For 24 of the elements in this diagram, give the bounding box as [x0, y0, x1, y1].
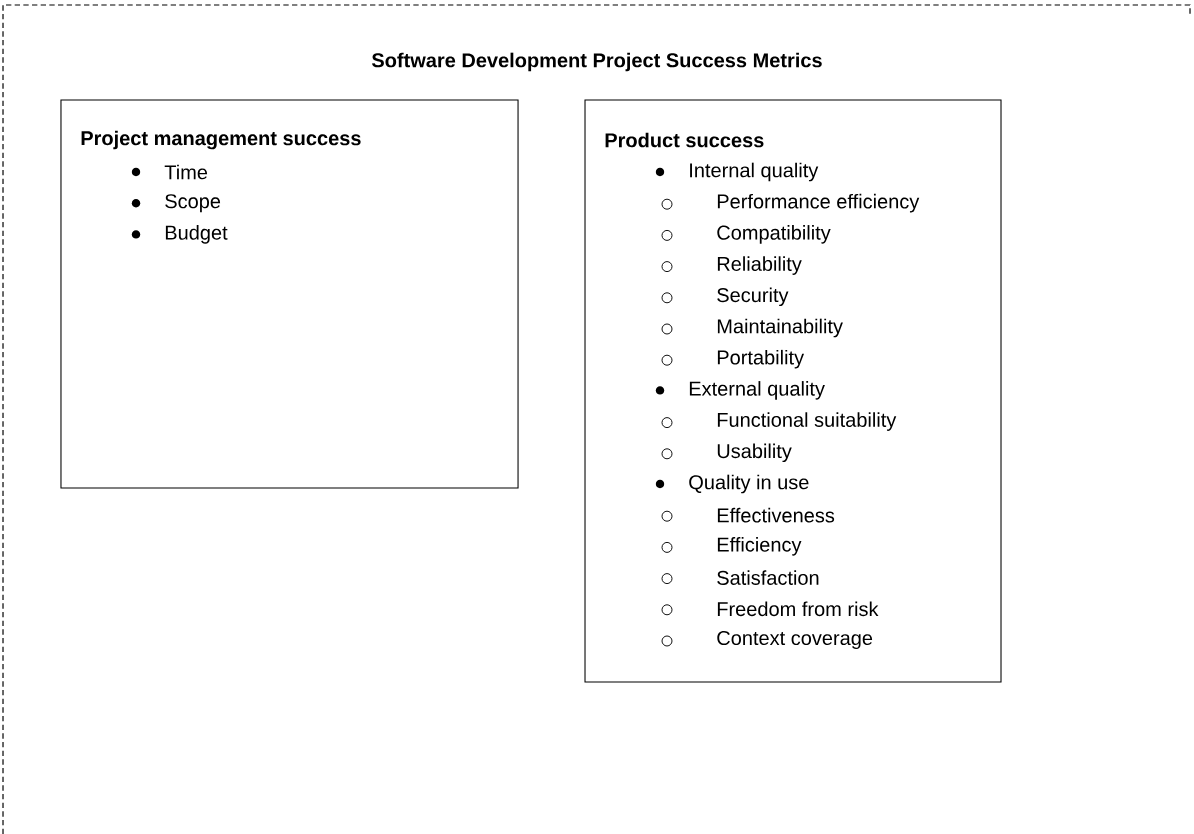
list-item: Internal quality: [690, 162, 819, 182]
title: Software Development Project Success Metrics: [371, 52, 822, 72]
list-item: Freedom from risk: [717, 601, 879, 617]
list-item: Quality in use: [689, 474, 809, 494]
card: [584, 99, 1002, 683]
list-item: Compatibility: [717, 225, 831, 244]
card: [60, 99, 519, 489]
list-item: Performance efficiency: [717, 193, 920, 213]
list-item: External quality: [689, 381, 825, 400]
list-item: Time: [164, 164, 208, 180]
list-item: Maintainability: [717, 318, 843, 338]
list-item: Functional suitability: [717, 412, 897, 431]
list-item: Usability: [717, 443, 792, 463]
box-heading: Product success: [605, 132, 764, 148]
list-item: Portability: [717, 349, 805, 369]
list-item: Effectiveness: [717, 507, 835, 523]
list-item: Reliability: [717, 256, 802, 275]
list-item: Satisfaction: [717, 570, 819, 585]
list-item: Security: [717, 287, 789, 307]
list-item: Context coverage: [717, 630, 873, 650]
list-item: Efficiency: [717, 537, 802, 556]
list-item: Budget: [165, 225, 228, 244]
list-item: Scope: [165, 194, 221, 213]
box-heading: Project management success: [81, 130, 361, 150]
